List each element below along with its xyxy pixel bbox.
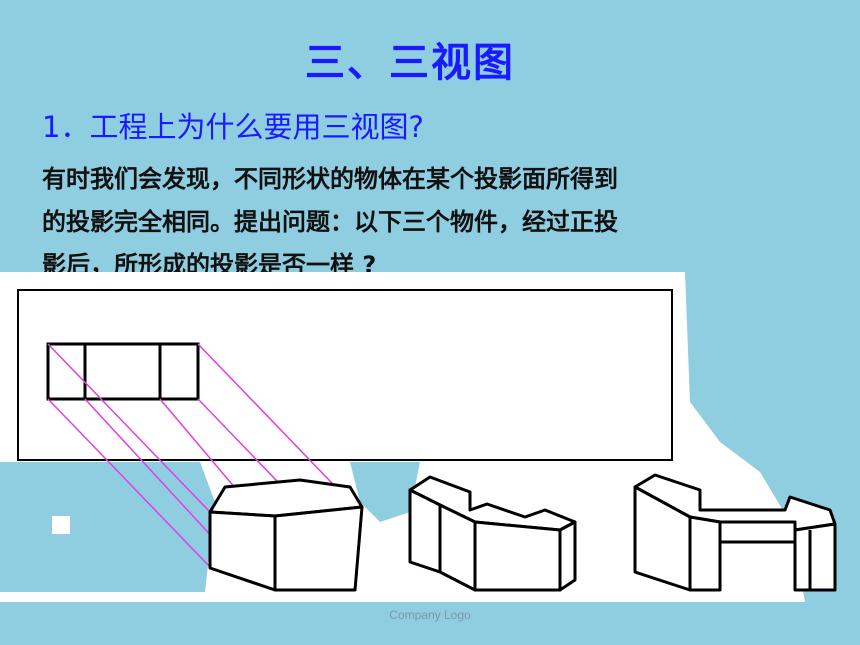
background-patch-left [0, 462, 215, 592]
small-white-square [52, 516, 70, 534]
slide-title: 三、三视图 [305, 40, 515, 86]
u-block-object [633, 473, 837, 592]
projection-plane [17, 289, 673, 461]
projection-figure [0, 272, 860, 602]
question-heading: 1．工程上为什么要用三视图? [42, 110, 424, 144]
step-block-object [408, 475, 577, 592]
company-logo-text: Company Logo [389, 608, 471, 622]
body-line-1: 有时我们会发现，不同形状的物体在某个投影面所得到 [42, 165, 618, 193]
body-paragraph: 有时我们会发现，不同形状的物体在某个投影面所得到 的投影完全相同。提出问题：以下… [42, 158, 842, 287]
body-line-2: 的投影完全相同。提出问题：以下三个物件，经过正投 [42, 208, 618, 236]
front-view-projection [46, 342, 200, 401]
hexagonal-prism-object [208, 478, 364, 592]
background-patch-mid [350, 462, 420, 522]
footer-bar [0, 602, 860, 645]
